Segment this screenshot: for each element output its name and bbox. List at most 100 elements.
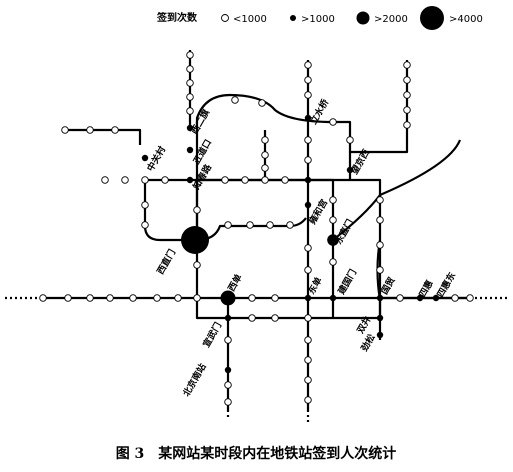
station-dongzhimen bbox=[327, 234, 339, 246]
station-marker bbox=[403, 76, 411, 84]
station-marker bbox=[261, 164, 269, 172]
station-marker bbox=[106, 294, 114, 302]
station-marker bbox=[186, 51, 194, 59]
station-sihui bbox=[416, 294, 424, 302]
station-marker bbox=[261, 151, 269, 159]
station-label-beijingnanzhan: 北京南站 bbox=[180, 361, 208, 398]
station-marker bbox=[111, 126, 119, 134]
station-marker bbox=[329, 118, 337, 126]
station-dongdan bbox=[304, 294, 312, 302]
station-marker bbox=[329, 216, 337, 224]
station-marker bbox=[346, 136, 354, 144]
station-marker bbox=[451, 294, 459, 302]
station-marker bbox=[266, 221, 274, 229]
station-xizhimen bbox=[181, 226, 209, 254]
station-marker bbox=[186, 65, 194, 73]
station-marker bbox=[304, 136, 312, 144]
station-marker bbox=[153, 294, 161, 302]
station-marker bbox=[304, 156, 312, 164]
station-marker bbox=[403, 121, 411, 129]
station-marker bbox=[286, 221, 294, 229]
station-marker bbox=[186, 107, 194, 115]
legend-marker-gt4000 bbox=[420, 6, 444, 30]
airport-express bbox=[332, 139, 462, 241]
station-marker bbox=[221, 176, 229, 184]
station-marker bbox=[241, 176, 249, 184]
station-marker bbox=[281, 176, 289, 184]
legend-marker-lt1000 bbox=[221, 14, 229, 22]
station-marker bbox=[61, 126, 69, 134]
station-marker bbox=[329, 196, 337, 204]
stations bbox=[39, 51, 474, 406]
station-marker bbox=[101, 176, 109, 184]
station-xidan bbox=[220, 290, 236, 306]
station-marker bbox=[186, 93, 194, 101]
station-marker bbox=[304, 396, 312, 404]
station-wudaokou bbox=[186, 146, 194, 154]
station-jinsong bbox=[376, 331, 384, 339]
station-marker bbox=[121, 176, 129, 184]
legend: 签到次数 <1000 >1000 >2000 >4000 bbox=[156, 6, 483, 30]
station-lishuiqiao bbox=[304, 114, 312, 122]
line-15 bbox=[350, 60, 409, 154]
station-marker bbox=[231, 96, 239, 104]
station-marker bbox=[161, 176, 169, 184]
station-marker bbox=[304, 266, 312, 274]
station-marker bbox=[376, 216, 384, 224]
station-marker bbox=[376, 196, 384, 204]
station-marker bbox=[376, 241, 384, 249]
station-marker bbox=[224, 336, 232, 344]
station-marker bbox=[248, 314, 256, 322]
station-label-jianguomen: 建国门 bbox=[335, 267, 359, 296]
legend-title: 签到次数 bbox=[156, 11, 198, 24]
station-marker bbox=[304, 76, 312, 84]
station-marker bbox=[224, 398, 232, 406]
station-marker bbox=[403, 61, 411, 69]
station-marker bbox=[39, 294, 47, 302]
station-label-wudaokou: 五道口 bbox=[190, 137, 214, 166]
station-marker bbox=[304, 376, 312, 384]
station-marker bbox=[376, 266, 384, 274]
station-marker bbox=[174, 294, 182, 302]
legend-marker-gt2000 bbox=[356, 11, 370, 25]
station-label-xuanwumen: 宣武门 bbox=[200, 320, 224, 349]
line-changping bbox=[62, 128, 142, 145]
metro-lines bbox=[5, 50, 508, 425]
station-marker bbox=[271, 314, 279, 322]
station-marker bbox=[396, 294, 404, 302]
station-marker bbox=[193, 294, 201, 302]
station-label-sihui: 四惠 bbox=[416, 278, 435, 300]
station-marker bbox=[304, 176, 312, 184]
station-marker bbox=[193, 261, 201, 269]
legend-marker-gt1000 bbox=[290, 15, 296, 21]
station-marker bbox=[141, 201, 149, 209]
station-sihuidong bbox=[432, 294, 440, 302]
station-beijingnanzhan bbox=[224, 366, 232, 374]
legend-label-gt1000: >1000 bbox=[301, 14, 335, 25]
station-marker bbox=[141, 221, 149, 229]
station-wangjingxi bbox=[346, 166, 354, 174]
station-marker bbox=[186, 79, 194, 87]
legend-label-gt2000: >2000 bbox=[374, 14, 408, 25]
station-marker bbox=[248, 294, 256, 302]
station-marker bbox=[86, 294, 94, 302]
station-marker bbox=[193, 206, 201, 214]
station-marker bbox=[403, 106, 411, 114]
legend-label-gt4000: >4000 bbox=[449, 14, 483, 25]
station-marker bbox=[86, 126, 94, 134]
station-label-guomao: 国贸 bbox=[378, 275, 397, 297]
station-marker bbox=[304, 91, 312, 99]
station-marker bbox=[261, 176, 269, 184]
station-marker bbox=[304, 336, 312, 344]
station-xuanwumen bbox=[224, 314, 232, 322]
station-yonghegong bbox=[304, 201, 312, 209]
station-marker bbox=[261, 136, 269, 144]
line-13 bbox=[195, 93, 352, 240]
station-xierqi bbox=[186, 124, 194, 132]
station-marker bbox=[64, 294, 72, 302]
station-marker bbox=[329, 258, 337, 266]
station-marker bbox=[224, 221, 232, 229]
station-zhichunlu bbox=[186, 176, 194, 184]
